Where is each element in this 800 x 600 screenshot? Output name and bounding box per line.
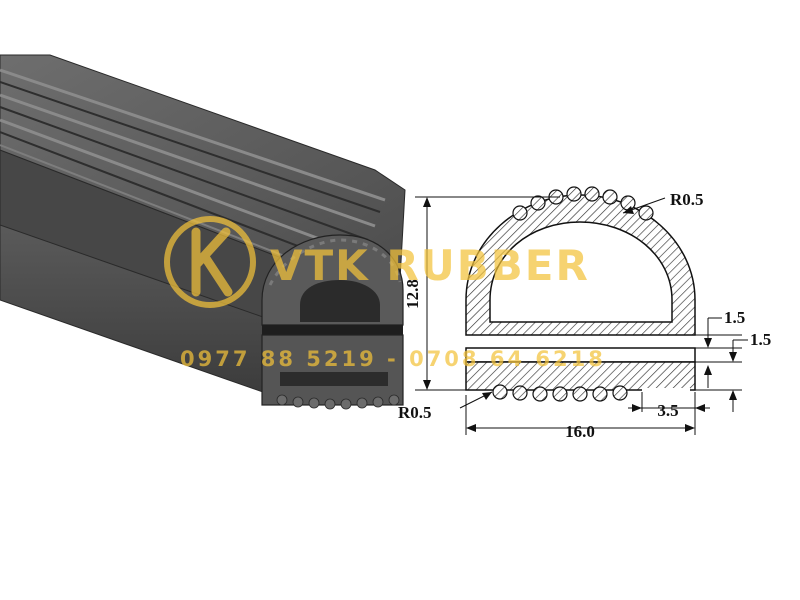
width-dimension-label: 16.0 [565, 422, 595, 441]
rubber-seal-profile-render [0, 54, 406, 410]
vtk-k-logo [164, 216, 256, 308]
slot-width-dimension-label: 3.5 [657, 401, 678, 420]
phone-numbers: 0977 88 5219 - 0708 64 6218 [180, 347, 606, 371]
gap-dimension-label: 1.5 [750, 330, 771, 349]
top-radius-label: R0.5 [670, 190, 704, 209]
brand-name: VTK RUBBER [270, 241, 590, 290]
watermark: VTK RUBBER 0977 88 5219 - 0708 64 6218 [164, 216, 606, 371]
bottom-radius-label: R0.5 [398, 403, 432, 422]
wall-thickness-dimension-label: 1.5 [724, 308, 745, 327]
height-dimension-label: 12.8 [403, 279, 422, 309]
cross-section-drawing: 12.8 16.0 3.5 1.5 1.5 R0.5 R0.5 [398, 186, 771, 441]
